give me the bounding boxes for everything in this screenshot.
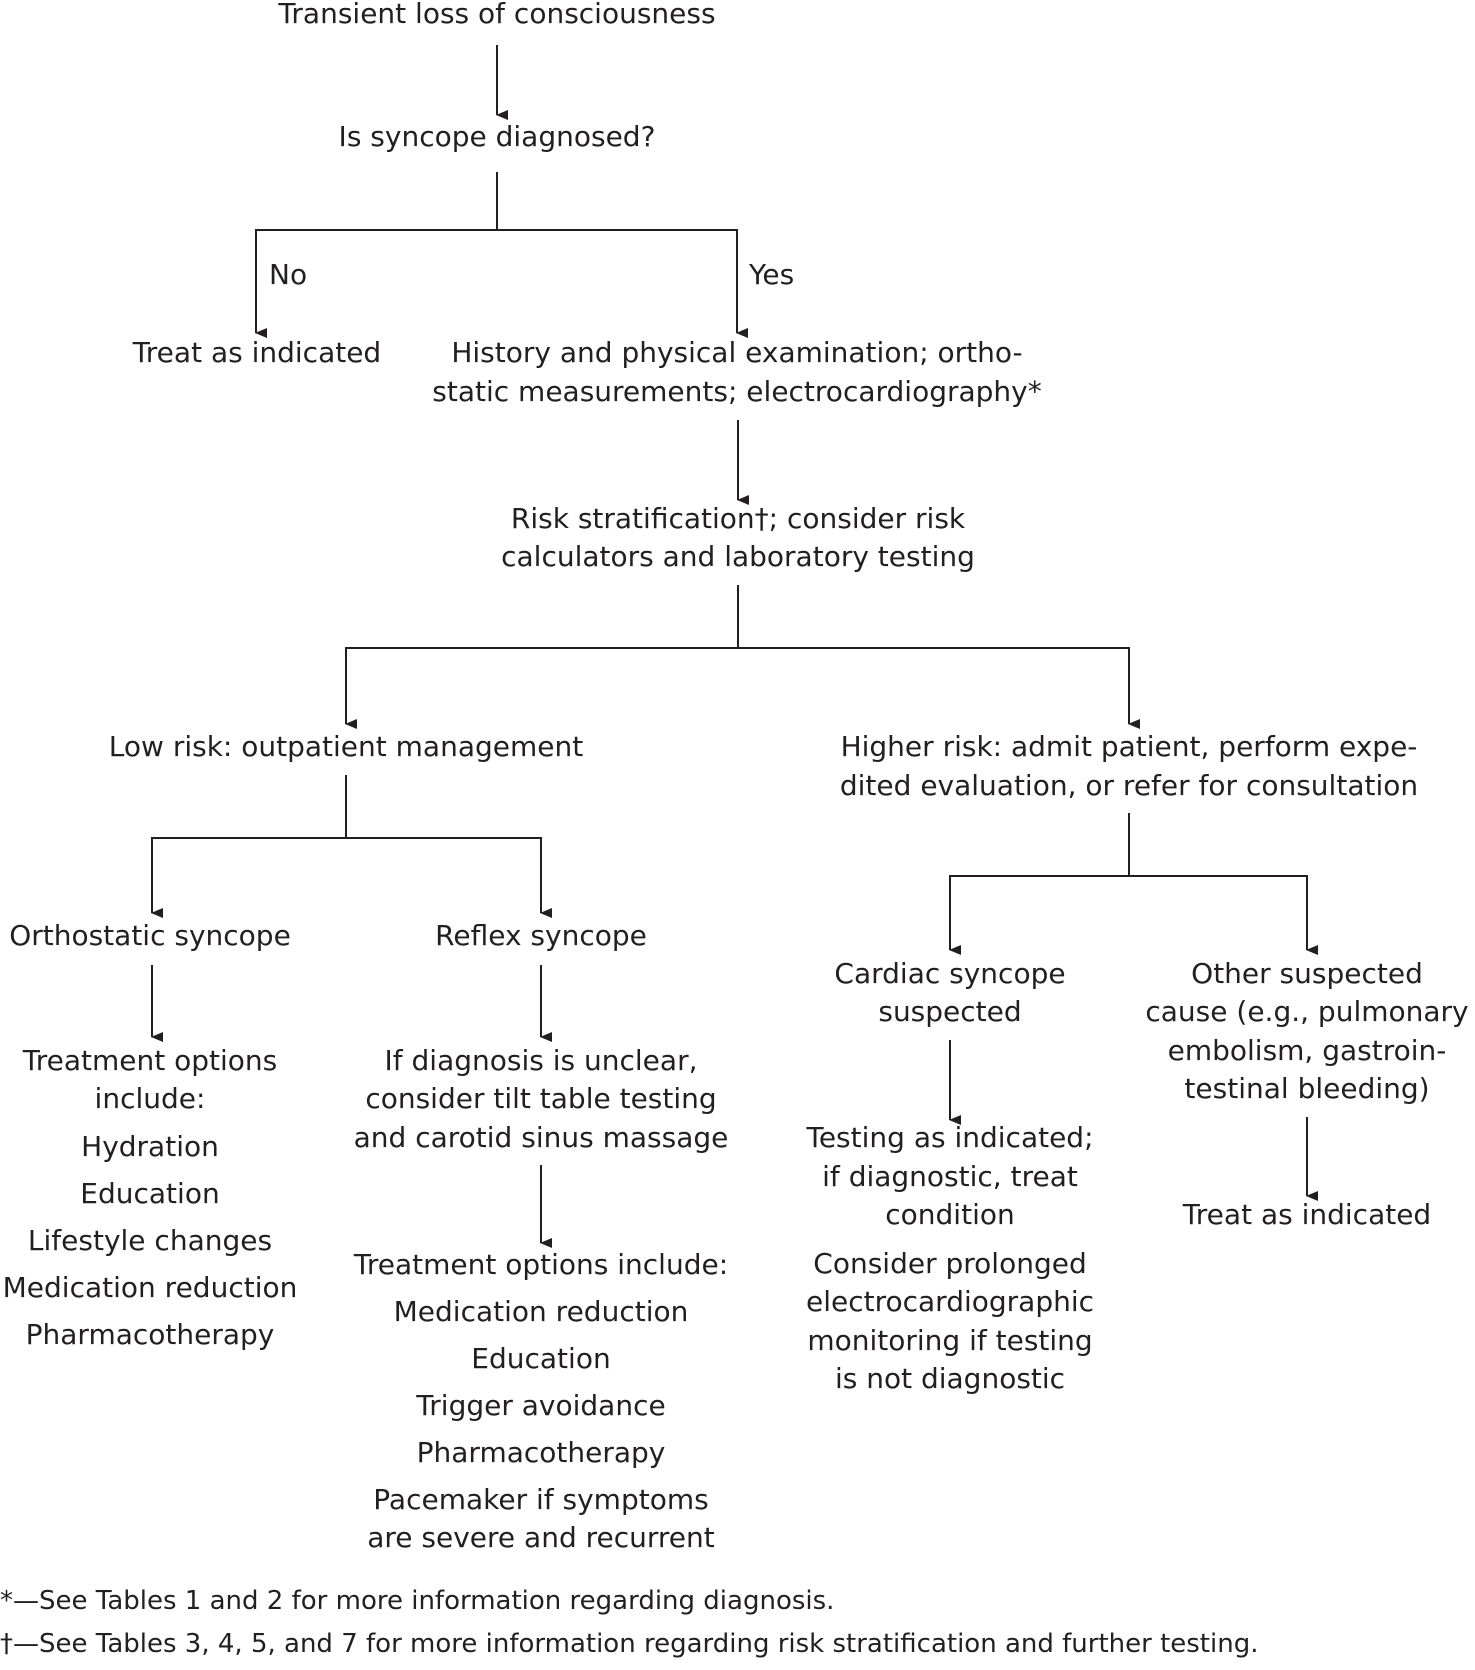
cardiac-monitoring-line: monitoring if testing [807,1324,1093,1357]
cardiac-testing-line: condition [885,1198,1015,1231]
other-cause-line: testinal bleeding) [1184,1072,1430,1105]
cardiac-testing-line: Testing as indicated; [806,1121,1094,1154]
reflex-unclear-line: consider tilt table testing [365,1082,717,1115]
reflex-node: Reflex syncope [435,919,647,952]
reflex-option: Education [471,1342,611,1375]
reflex-option: Pharmacotherapy [416,1436,666,1469]
cardiac-monitoring-line: is not diagnostic [834,1362,1066,1395]
cardiac-monitoring-line: electrocardiographic [805,1285,1095,1318]
orthostatic-option: Education [80,1177,220,1210]
orthostatic-options-header: Treatment options [22,1044,278,1077]
other-cause-line: Other suspected [1191,957,1423,990]
yes-label: Yes [749,258,795,291]
footnote-diagnosis: *—See Tables 1 and 2 for more informatio… [0,1586,835,1616]
orthostatic-option: Lifestyle changes [27,1224,273,1257]
reflex-option: Medication reduction [393,1295,689,1328]
reflex-option: Trigger avoidance [416,1389,666,1422]
other-cause-line: embolism, gastroin- [1167,1034,1447,1067]
no-label: No [269,258,308,291]
cardiac-title-line: suspected [878,995,1022,1028]
cardiac-title-line: Cardiac syncope [834,957,1066,990]
cardiac-testing-line: if diagnostic, treat [822,1160,1078,1193]
reflex-unclear-line: and carotid sinus massage [353,1121,729,1154]
history-line: History and physical examination; ortho- [451,336,1023,369]
orthostatic-option: Pharmacotherapy [25,1318,275,1351]
reflex-unclear-line: If diagnosis is unclear, [384,1044,698,1077]
other-cause-line: cause (e.g., pulmonary [1145,995,1469,1028]
cardiac-monitoring-line: Consider prolonged [813,1247,1087,1280]
higher-risk-line: dited evaluation, or refer for consultat… [839,769,1419,802]
reflex-pacemaker: Pacemaker if symptoms [373,1483,709,1516]
orthostatic-option: Medication reduction [2,1271,298,1304]
risk-line: calculators and laboratory testing [501,540,975,573]
question-node: Is syncope diagnosed? [338,120,656,153]
orthostatic-option: Hydration [81,1130,219,1163]
start-node: Transient loss of consciousness [278,0,716,30]
low-risk-node: Low risk: outpatient management [108,730,584,763]
reflex-options-header: Treatment options include: [353,1248,729,1281]
history-line: static measurements; electrocardiography… [432,375,1042,408]
footnote-risk: †—See Tables 3, 4, 5, and 7 for more inf… [0,1629,1259,1659]
other-action-node: Treat as indicated [1182,1198,1432,1231]
higher-risk-line: Higher risk: admit patient, perform expe… [840,730,1418,763]
orthostatic-options-header: include: [94,1082,206,1115]
orthostatic-node: Orthostatic syncope [9,919,291,952]
risk-line: Risk stratification†; consider risk [510,502,966,535]
no-action-node: Treat as indicated [132,336,382,369]
reflex-pacemaker: are severe and recurrent [367,1521,715,1554]
